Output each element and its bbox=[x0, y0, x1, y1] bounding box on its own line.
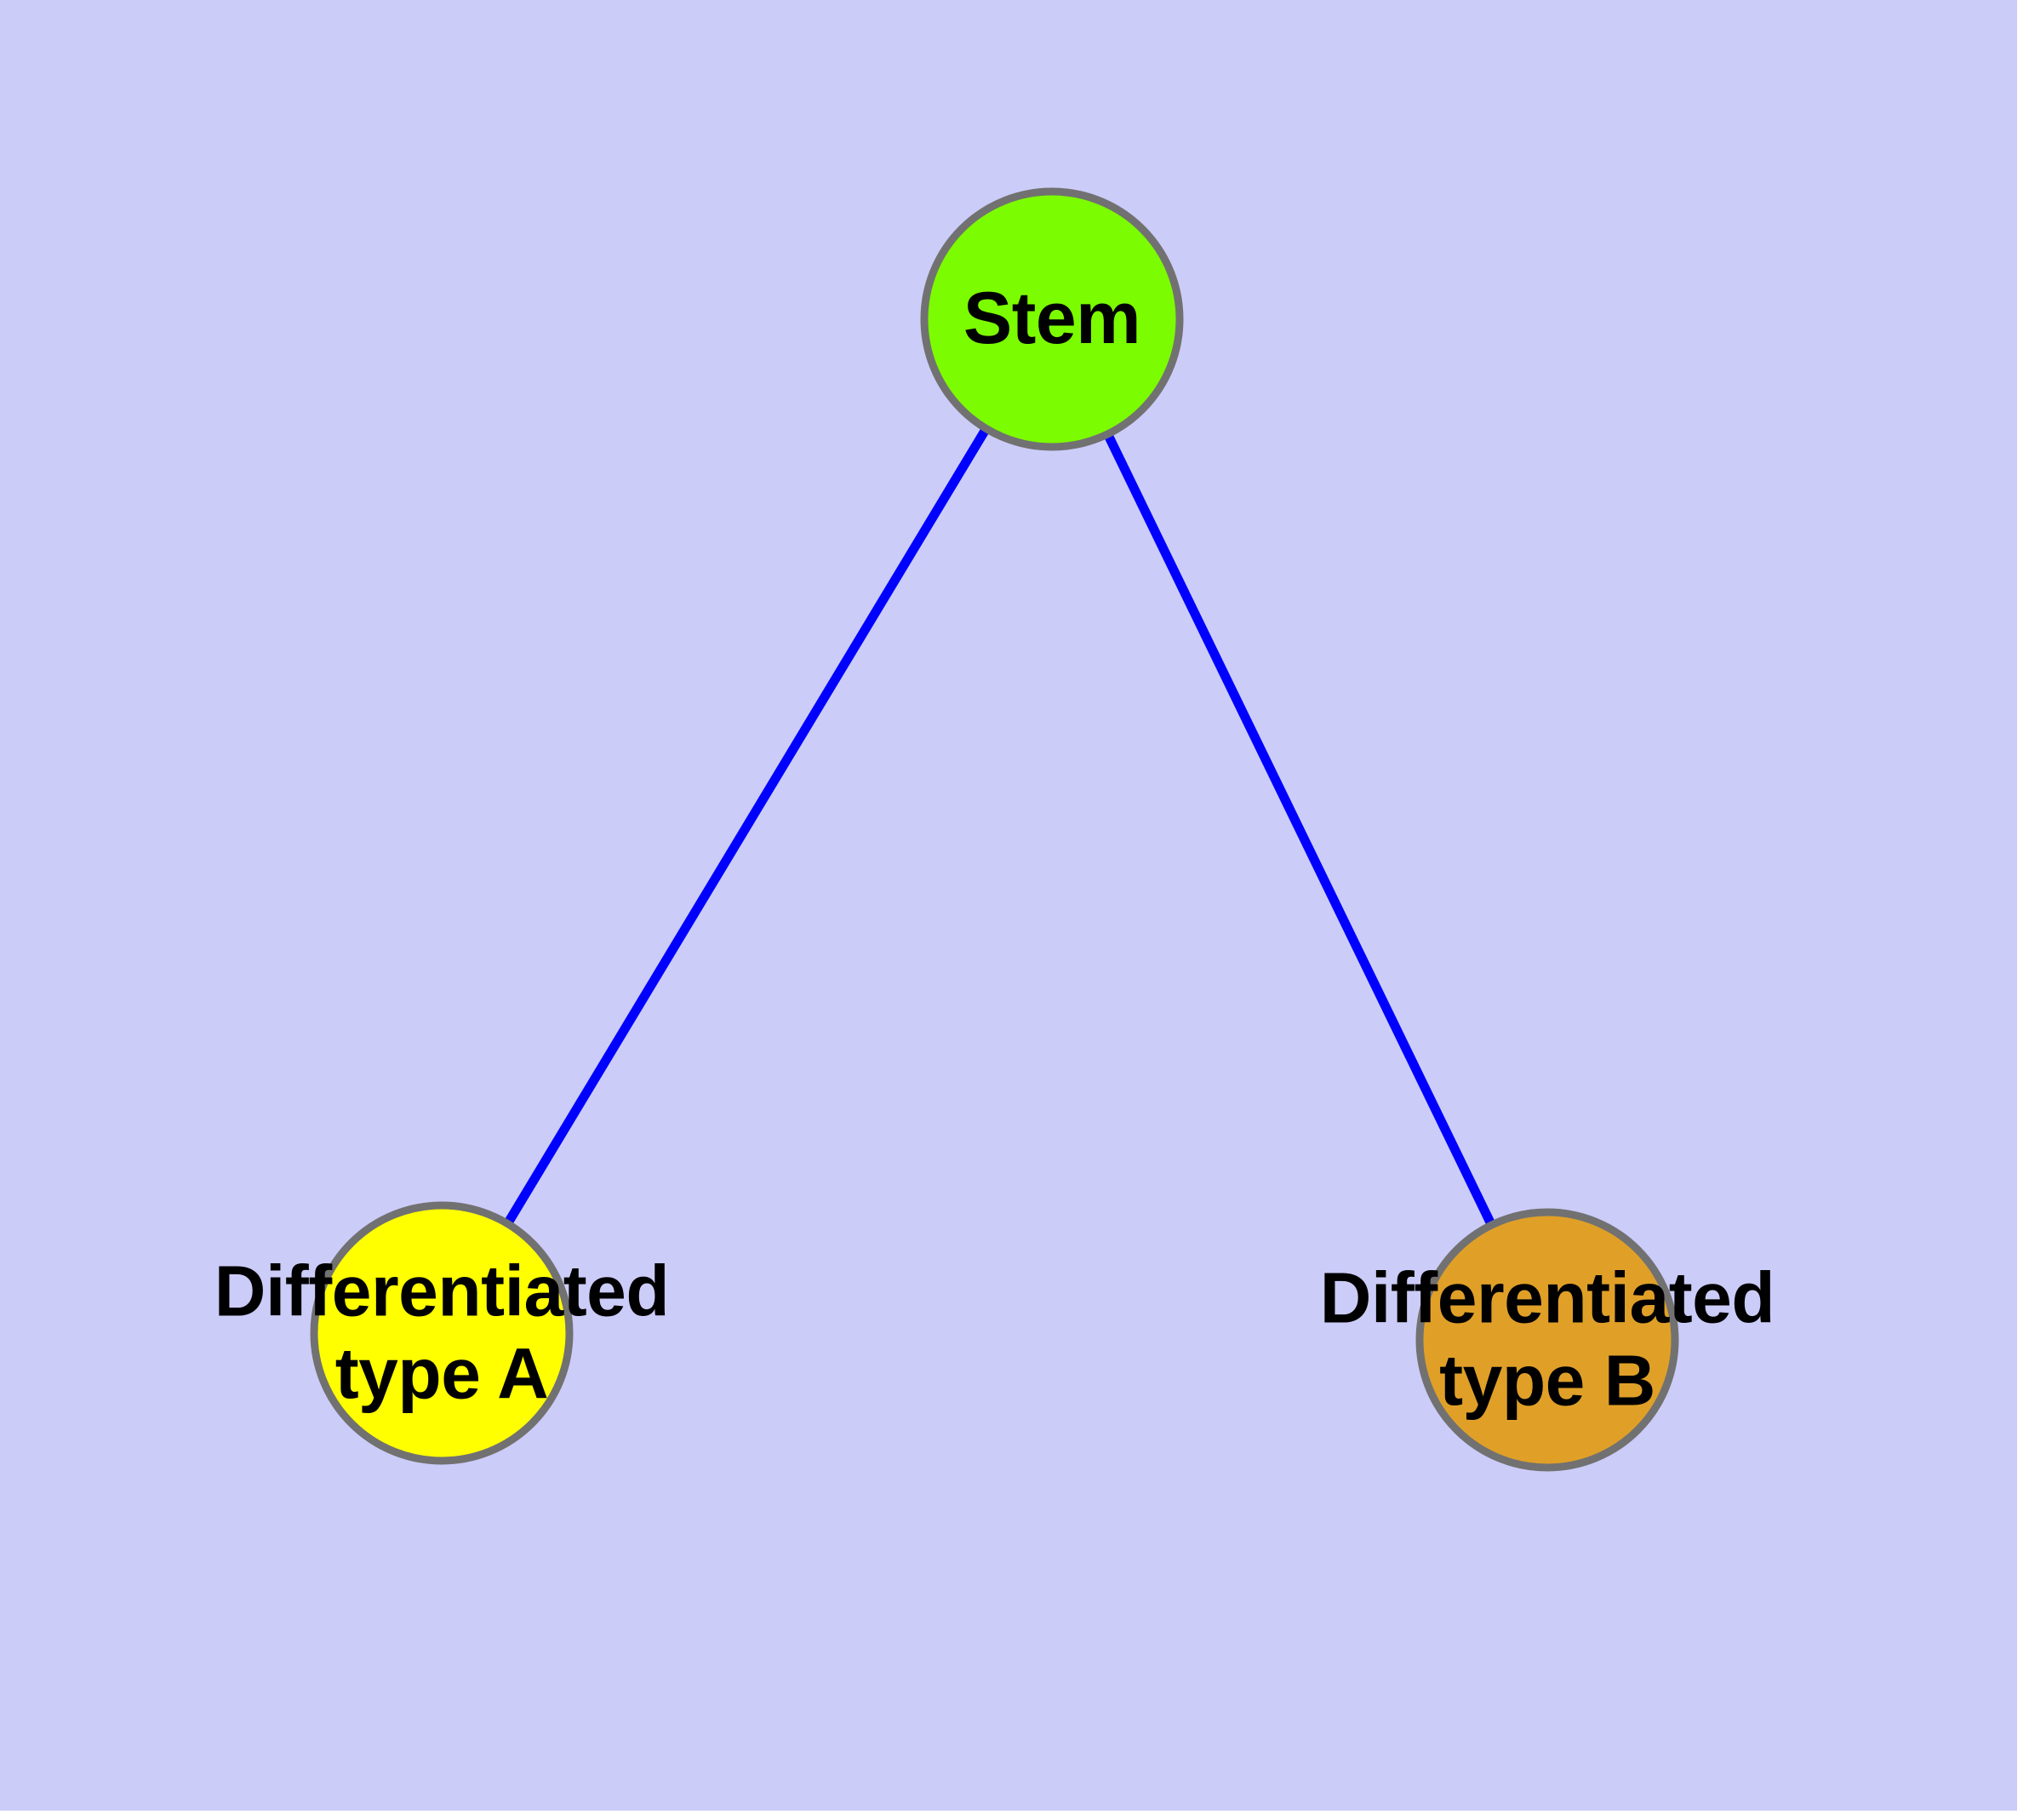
nodes-layer bbox=[310, 187, 1679, 1472]
graph-node-stem[interactable] bbox=[920, 187, 1184, 451]
graph-edge-stem-to-diff-a bbox=[503, 426, 991, 1227]
graph-node-diff_b[interactable] bbox=[1415, 1208, 1679, 1472]
graph-node-diff_a[interactable] bbox=[310, 1201, 574, 1465]
graph-edge-stem-to-diff-b bbox=[1103, 432, 1496, 1228]
edges-layer bbox=[503, 426, 1496, 1228]
